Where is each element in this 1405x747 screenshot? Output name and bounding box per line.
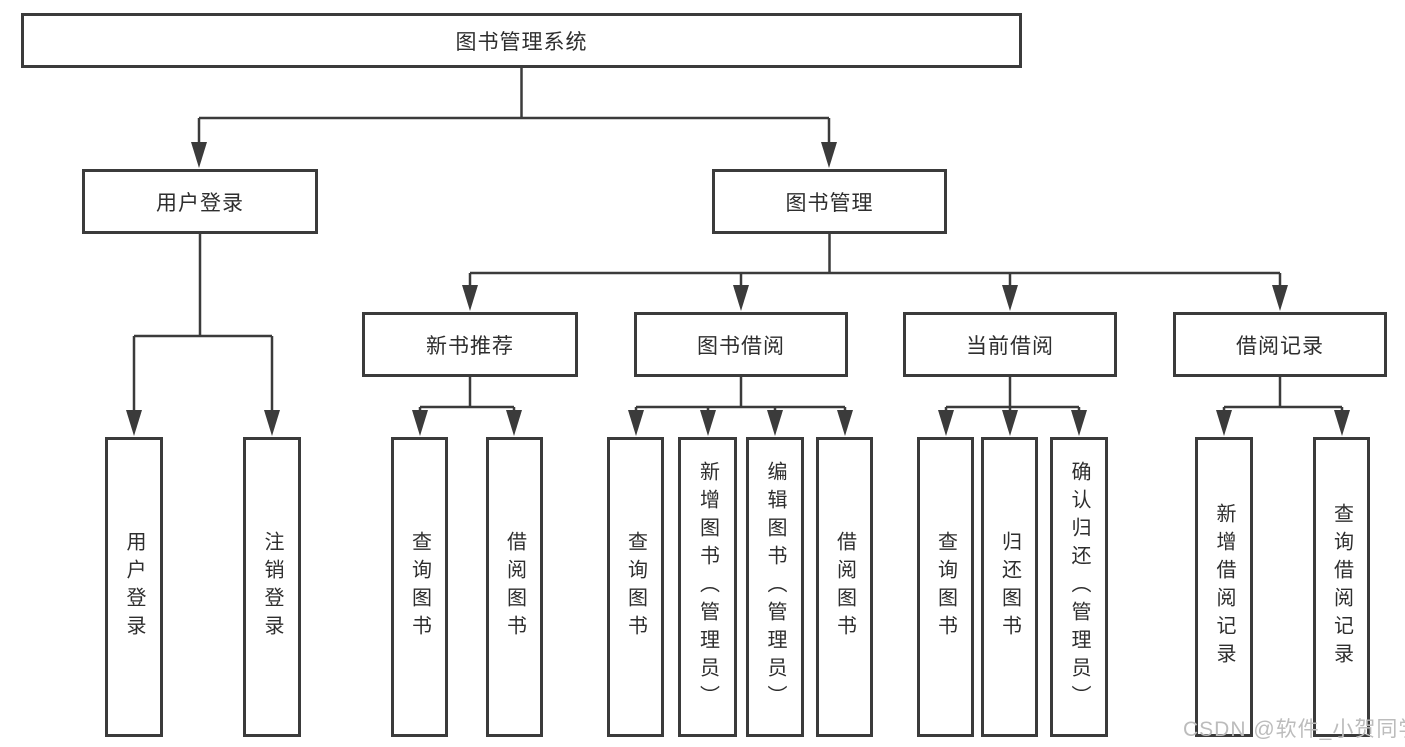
arrowhead <box>1071 410 1087 436</box>
leaf-user-login: 用户登录 <box>105 437 163 737</box>
leaf-label: 新增图书（管理员） <box>696 461 719 713</box>
connector-borrowrecords-to-leaves <box>1222 377 1344 414</box>
connector-bookborrow-to-leaves <box>634 377 847 414</box>
node-root: 图书管理系统 <box>21 13 1022 68</box>
connector-newbookrec-to-leaves <box>418 377 516 414</box>
arrowhead <box>1272 285 1288 311</box>
arrowhead <box>700 410 716 436</box>
leaf-label: 用户登录 <box>123 531 145 643</box>
arrowhead <box>462 285 478 311</box>
leaf-label: 注销登录 <box>261 531 283 643</box>
arrowhead <box>821 142 837 168</box>
arrowhead <box>506 410 522 436</box>
leaf-label: 查询图书 <box>934 531 957 643</box>
leaf-label: 借阅图书 <box>833 531 856 643</box>
leaf-query-book-current: 查询图书 <box>917 437 974 737</box>
leaf-label: 编辑图书（管理员） <box>764 461 786 713</box>
csdn-watermark: CSDN @软件_小贺同学 <box>1183 718 1405 741</box>
leaf-add-book-admin: 新增图书（管理员） <box>678 437 737 737</box>
arrowhead <box>126 410 142 436</box>
leaf-label: 确认归还（管理员） <box>1068 461 1090 713</box>
leaf-label: 借阅图书 <box>503 531 526 643</box>
leaf-label: 查询图书 <box>408 531 431 643</box>
arrowhead <box>837 410 853 436</box>
node-user-login: 用户登录 <box>82 169 318 234</box>
arrowhead <box>767 410 783 436</box>
connector-currentborrow-to-leaves <box>944 377 1081 414</box>
leaf-borrow-book-borrow: 借阅图书 <box>816 437 873 737</box>
connector-bookmgmt-to-level3 <box>468 234 1282 289</box>
arrowhead <box>1002 285 1018 311</box>
arrowhead <box>264 410 280 436</box>
node-book-management: 图书管理 <box>712 169 947 234</box>
leaf-label: 查询图书 <box>624 531 647 643</box>
connector-root-to-level2 <box>197 68 831 146</box>
leaf-query-book-borrow: 查询图书 <box>607 437 664 737</box>
connector-userlogin-to-leaves <box>132 233 274 414</box>
leaf-confirm-return-admin: 确认归还（管理员） <box>1050 437 1108 737</box>
arrowhead <box>191 142 207 168</box>
leaf-return-book: 归还图书 <box>981 437 1038 737</box>
leaf-label: 查询借阅记录 <box>1330 503 1353 671</box>
leaf-edit-book-admin: 编辑图书（管理员） <box>746 437 804 737</box>
arrowhead <box>1002 410 1018 436</box>
node-current-borrow: 当前借阅 <box>903 312 1117 377</box>
arrowhead <box>1334 410 1350 436</box>
node-borrow-records: 借阅记录 <box>1173 312 1387 377</box>
leaf-label: 新增借阅记录 <box>1213 503 1235 671</box>
node-book-borrow: 图书借阅 <box>634 312 848 377</box>
arrowhead <box>412 410 428 436</box>
leaf-label: 归还图书 <box>998 531 1021 643</box>
leaf-query-book-newbook: 查询图书 <box>391 437 448 737</box>
node-new-book-recommend: 新书推荐 <box>362 312 578 377</box>
arrowhead <box>938 410 954 436</box>
leaf-borrow-book-newbook: 借阅图书 <box>486 437 543 737</box>
leaf-query-borrow-record: 查询借阅记录 <box>1313 437 1370 737</box>
arrowhead <box>733 285 749 311</box>
arrowhead <box>1216 410 1232 436</box>
leaf-add-borrow-record: 新增借阅记录 <box>1195 437 1253 737</box>
arrowhead <box>628 410 644 436</box>
leaf-logout-login: 注销登录 <box>243 437 301 737</box>
